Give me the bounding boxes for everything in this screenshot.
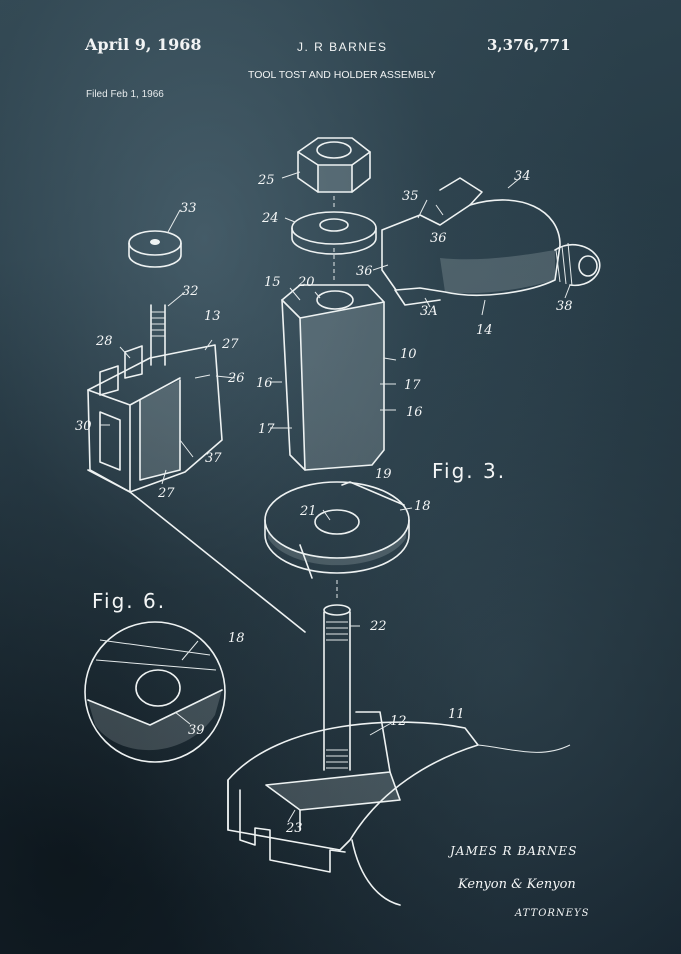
stud-drawing [323,580,351,771]
reference-numeral: 17 [404,378,421,393]
reference-numeral: 37 [205,451,222,466]
inventor-name-header: J. R BARNES [297,40,388,54]
fig3-caption: Fig. 3. [432,459,506,483]
reference-numeral: 20 [297,275,315,290]
reference-numeral: 30 [75,419,92,434]
patent-number: 3,376,771 [487,36,571,54]
signature-block: JAMES R BARNES Kenyon & Kenyon ATTORNEYS [447,844,589,919]
attorneys-label: ATTORNEYS [514,908,589,919]
reference-numerals: 25 24 33 32 13 28 27 26 30 37 27 15 20 1… [75,169,573,836]
reference-numeral: 12 [390,714,407,729]
tool-holder-drawing [87,344,306,633]
reference-numeral: 13 [204,309,221,324]
reference-numeral: 33 [180,201,197,216]
hex-nut-drawing [297,137,371,193]
reference-numeral: 22 [369,619,387,634]
reference-numeral: 28 [95,334,113,349]
reference-numeral: 10 [400,347,417,362]
fig6-caption: Fig. 6. [92,589,166,613]
reference-numeral: 24 [261,211,279,226]
reference-numeral: 27 [221,337,239,352]
filed-date: Filed Feb 1, 1966 [86,89,164,100]
reference-numeral: 27 [157,486,175,501]
clamp-ring-drawing [381,177,601,306]
patent-date: April 9, 1968 [85,35,202,54]
reference-numeral: 14 [476,323,493,338]
reference-numeral: 35 [402,189,419,204]
reference-numeral: 18 [228,631,245,646]
adjusting-screw-drawing [128,230,182,366]
reference-numeral: 16 [256,376,273,391]
reference-numeral: 15 [264,275,281,290]
fig6-detail-drawing [84,621,226,763]
compound-slide-drawing [227,711,571,906]
reference-numeral: 34 [514,169,531,184]
reference-numeral: 3A [420,304,438,319]
reference-numeral: 39 [188,723,205,738]
reference-numeral: 36 [356,264,373,279]
reference-numeral: 36 [430,231,447,246]
reference-numeral: 18 [414,499,431,514]
reference-numeral: 21 [299,504,317,519]
reference-numeral: 23 [285,821,303,836]
reference-numeral: 25 [257,173,275,188]
patent-title: TOOL TOST AND HOLDER ASSEMBLY [248,69,436,81]
inventor-signature-name: JAMES R BARNES [447,844,577,858]
washer-drawing [291,196,377,280]
reference-numeral: 11 [448,707,465,722]
reference-numeral: 17 [258,422,275,437]
reference-numeral: 19 [375,467,392,482]
reference-numeral: 32 [182,284,199,299]
reference-numeral: 38 [556,299,573,314]
leader-lines [100,171,571,823]
attorney-signature: Kenyon & Kenyon [457,877,576,892]
post-block-drawing [281,284,385,471]
base-plate-drawing [264,481,410,579]
reference-numeral: 26 [227,371,245,386]
reference-numeral: 16 [406,405,423,420]
